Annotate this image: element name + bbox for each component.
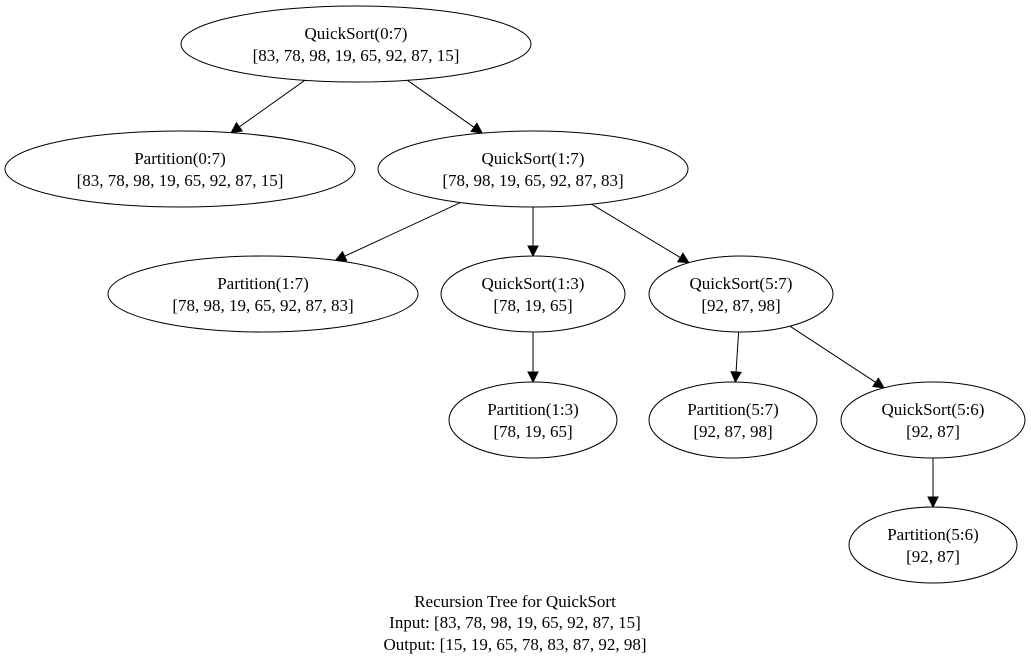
node-array: [78, 19, 65]: [493, 296, 572, 315]
node-p-1-7: Partition(1:7) [78, 98, 19, 65, 92, 87, 8…: [107, 255, 419, 333]
node-title: Partition(1:7): [217, 274, 309, 293]
edge-line: [735, 331, 740, 373]
node-array: [92, 87]: [906, 547, 960, 566]
node-array: [78, 19, 65]: [493, 422, 572, 441]
node-title: QuickSort(1:7): [482, 149, 585, 168]
node-ellipse: [648, 255, 834, 333]
node-array: [83, 78, 98, 19, 65, 92, 87, 15]: [253, 46, 460, 65]
arrowhead-icon: [230, 121, 244, 134]
edge-qs_0_7-to-p_0_7: [230, 79, 306, 134]
node-title: QuickSort(0:7): [305, 24, 408, 43]
node-ellipse: [377, 130, 689, 208]
arrowhead-icon: [730, 371, 742, 384]
node-ellipse: [180, 5, 532, 83]
node-p-5-6: Partition(5:6) [92, 87]: [848, 506, 1018, 584]
arrowhead-icon: [334, 250, 348, 262]
node-title: Partition(1:3): [487, 400, 579, 419]
node-array: [92, 87, 98]: [701, 296, 780, 315]
node-array: [92, 87]: [906, 422, 960, 441]
node-title: Partition(5:6): [887, 525, 979, 544]
arrowhead-icon: [676, 252, 690, 264]
node-array: [83, 78, 98, 19, 65, 92, 87, 15]: [77, 171, 284, 190]
caption: Recursion Tree for QuickSort Input: [83,…: [383, 592, 646, 654]
edge-line: [789, 325, 876, 383]
arrowhead-icon: [872, 377, 885, 389]
caption-input: Input: [83, 78, 98, 19, 65, 92, 87, 15]: [389, 613, 641, 632]
node-ellipse: [648, 381, 818, 459]
node-array: [92, 87, 98]: [693, 422, 772, 441]
caption-title: Recursion Tree for QuickSort: [414, 592, 616, 611]
arrowhead-icon: [470, 122, 484, 134]
edge-line: [591, 203, 681, 258]
nodes-layer: QuickSort(0:7) [83, 78, 98, 19, 65, 92, 8…: [4, 5, 1026, 584]
edge-qs_5_7-to-p_5_7: [730, 331, 742, 384]
node-ellipse: [4, 130, 356, 208]
node-qs-0-7: QuickSort(0:7) [83, 78, 98, 19, 65, 92, 8…: [180, 5, 532, 83]
edge-qs_5_6-to-p_5_6: [927, 458, 939, 509]
node-ellipse: [840, 381, 1026, 459]
node-ellipse: [448, 381, 618, 459]
edge-qs_1_3-to-p_1_3: [527, 332, 539, 384]
node-title: Partition(0:7): [134, 149, 226, 168]
arrowhead-icon: [527, 245, 539, 258]
node-qs-5-6: QuickSort(5:6) [92, 87]: [840, 381, 1026, 459]
node-title: QuickSort(5:6): [882, 400, 985, 419]
node-ellipse: [848, 506, 1018, 584]
node-ellipse: [107, 255, 419, 333]
edge-qs_0_7-to-qs_1_7: [407, 79, 484, 134]
node-p-1-3: Partition(1:3) [78, 19, 65]: [448, 381, 618, 459]
node-p-5-7: Partition(5:7) [92, 87, 98]: [648, 381, 818, 459]
arrowhead-icon: [927, 496, 939, 509]
edge-qs_1_7-to-qs_1_3: [527, 207, 539, 258]
node-title: QuickSort(1:3): [482, 274, 585, 293]
node-qs-1-7: QuickSort(1:7) [78, 98, 19, 65, 92, 87, 8…: [377, 130, 689, 208]
arrowhead-icon: [527, 371, 539, 384]
edge-qs_1_7-to-p_1_7: [334, 202, 461, 262]
caption-output: Output: [15, 19, 65, 78, 83, 87, 92, 98]: [383, 635, 646, 654]
edge-qs_5_7-to-qs_5_6: [789, 325, 885, 389]
edge-qs_1_7-to-qs_5_7: [591, 203, 690, 264]
node-qs-5-7: QuickSort(5:7) [92, 87, 98]: [648, 255, 834, 333]
edges-layer: [230, 79, 939, 509]
node-ellipse: [440, 255, 626, 333]
edge-line: [407, 79, 475, 128]
node-array: [78, 98, 19, 65, 92, 87, 83]: [442, 171, 623, 190]
edge-line: [344, 202, 461, 257]
node-qs-1-3: QuickSort(1:3) [78, 19, 65]: [440, 255, 626, 333]
node-array: [78, 98, 19, 65, 92, 87, 83]: [172, 296, 353, 315]
node-p-0-7: Partition(0:7) [83, 78, 98, 19, 65, 92, 8…: [4, 130, 356, 208]
node-title: Partition(5:7): [687, 400, 779, 419]
node-title: QuickSort(5:7): [690, 274, 793, 293]
edge-line: [239, 79, 306, 128]
